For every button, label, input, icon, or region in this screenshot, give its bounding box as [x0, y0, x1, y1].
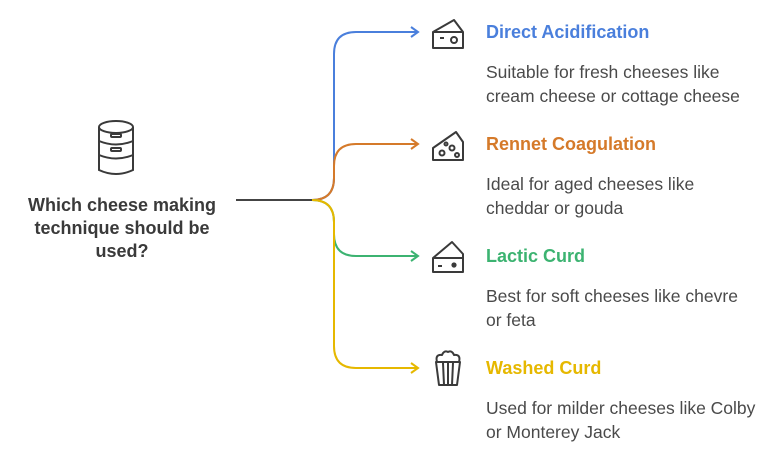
branch-line-rennet-coagulation: [311, 143, 418, 201]
option-desc-washed-curd: Used for milder cheeses like Colby or Mo…: [486, 398, 756, 442]
popcorn-icon: [435, 350, 461, 386]
option-desc-rennet-coagulation: Ideal for aged cheeses like cheddar or g…: [486, 174, 695, 218]
root-question: Which cheese making technique should be …: [27, 195, 217, 261]
cheese-block-icon: [432, 19, 464, 49]
cheese-wedge-icon: [432, 241, 464, 273]
database-icon: [98, 120, 134, 175]
cheese-wedge-holes-icon: [432, 131, 464, 161]
option-title-direct-acidification: Direct Acidification: [486, 22, 650, 42]
option-desc-lactic-curd: Best for soft cheeses like chevre or fet…: [486, 286, 738, 330]
arrow-direct-acidification: [410, 26, 420, 38]
option-desc-direct-acidification: Suitable for fresh cheeses like cream ch…: [486, 62, 740, 106]
option-title-lactic-curd: Lactic Curd: [486, 246, 586, 266]
option-title-washed-curd: Washed Curd: [486, 358, 602, 378]
branch-line-lactic-curd: [311, 199, 418, 257]
arrow-washed-curd: [410, 362, 420, 374]
branch-line-direct-acidification: [311, 31, 418, 201]
option-title-rennet-coagulation: Rennet Coagulation: [486, 134, 656, 154]
arrow-rennet-coagulation: [410, 138, 420, 150]
branch-line-washed-curd: [311, 199, 418, 369]
arrow-lactic-curd: [410, 250, 420, 262]
